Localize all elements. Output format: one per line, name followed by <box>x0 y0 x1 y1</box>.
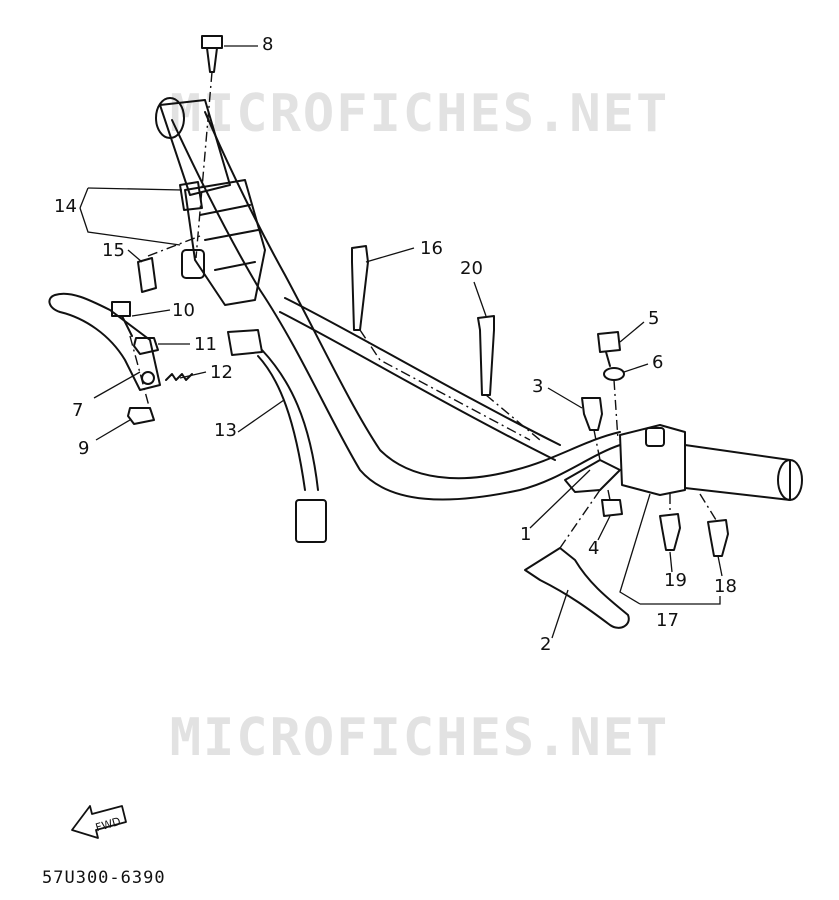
right-grip-end <box>777 459 803 501</box>
bolt-20 <box>477 315 495 396</box>
axis-line-15 <box>147 235 201 257</box>
callout-16: 16 <box>420 238 443 259</box>
leader-10 <box>131 309 171 317</box>
callout-2: 2 <box>540 634 552 655</box>
callout-19: 19 <box>664 570 687 591</box>
forward-arrow: FWD <box>71 805 127 839</box>
callout-18: 18 <box>714 576 737 597</box>
left-switch-detail <box>199 204 259 271</box>
callout-12: 12 <box>210 362 233 383</box>
leader-5 <box>619 321 645 343</box>
callout-13: 13 <box>214 420 237 441</box>
washer-6 <box>603 367 625 381</box>
bolt-18 <box>707 519 729 557</box>
callout-14: 14 <box>54 196 77 217</box>
callout-10: 10 <box>172 300 195 321</box>
leader-19 <box>669 551 673 573</box>
handlebar-tube-inner <box>204 111 621 480</box>
leader-12 <box>179 371 207 379</box>
lever-bracket <box>564 459 621 493</box>
leader-14c <box>79 207 181 246</box>
throttle-housing <box>619 424 686 496</box>
clutch-lever-pivot <box>141 371 155 385</box>
left-grip <box>159 99 231 196</box>
axis-line-lever <box>129 335 151 411</box>
callout-15: 15 <box>102 240 125 261</box>
bolt-3 <box>581 397 603 431</box>
brake-lever <box>524 547 630 629</box>
handlebar-crossbar <box>284 297 561 446</box>
axis-line-16 <box>359 329 531 441</box>
leader-9 <box>95 419 131 441</box>
leader-17b <box>640 596 721 605</box>
forward-arrow-label: FWD <box>94 815 122 835</box>
leader-14a <box>87 187 183 191</box>
bracket-14 <box>179 181 203 211</box>
throttle-knob <box>645 427 665 447</box>
bolt-5 <box>597 331 621 367</box>
leader-3 <box>547 387 583 409</box>
callout-9: 9 <box>78 438 90 459</box>
spring-12 <box>165 373 193 381</box>
watermark-top: MICROFICHES.NET <box>169 84 670 144</box>
screw-15 <box>137 257 157 293</box>
axis-line-3 <box>593 429 601 461</box>
callout-8: 8 <box>262 34 274 55</box>
axis-line-8 <box>195 71 213 259</box>
watermark-bottom: MICROFICHES.NET <box>169 708 670 768</box>
axis-line-2 <box>559 489 601 549</box>
axis-line-4 <box>607 489 611 501</box>
connector <box>295 499 327 543</box>
nut-11 <box>133 337 159 355</box>
left-switch-knob <box>181 249 205 279</box>
leader-14b <box>79 187 89 209</box>
callout-4: 4 <box>588 538 600 559</box>
nut-4 <box>601 499 623 517</box>
leader-13 <box>237 399 285 433</box>
axis-line-20 <box>485 394 541 441</box>
switch-cable <box>257 355 306 491</box>
handlebar-tube <box>171 119 621 501</box>
leader-18 <box>717 555 723 577</box>
bolt-19 <box>659 513 681 551</box>
leader-7 <box>93 371 141 399</box>
callout-20: 20 <box>460 258 483 279</box>
callout-11: 11 <box>194 334 217 355</box>
callout-7: 7 <box>72 400 84 421</box>
leader-6 <box>623 363 649 373</box>
leader-17 <box>619 493 651 605</box>
axis-line-18 <box>699 493 717 521</box>
nut-9 <box>127 407 155 425</box>
callout-1: 1 <box>520 524 532 545</box>
left-switch-housing <box>184 179 266 306</box>
bolt-10 <box>111 301 133 337</box>
screw-8 <box>201 35 223 73</box>
clutch-lever <box>48 292 161 391</box>
callout-5: 5 <box>648 308 660 329</box>
leader-15 <box>127 249 143 263</box>
part-code: 57U300-6390 <box>42 868 166 888</box>
leader-20 <box>473 281 487 317</box>
right-grip <box>684 444 791 501</box>
bolt-16 <box>351 245 369 331</box>
leader-4 <box>597 515 611 541</box>
callout-6: 6 <box>652 352 664 373</box>
leader-1 <box>529 469 591 529</box>
switch-cable-2 <box>261 349 319 491</box>
leader-16 <box>365 247 415 263</box>
leader-2 <box>551 589 569 639</box>
handlebar-crossbar-lower <box>279 311 556 461</box>
clutch-switch <box>227 329 263 356</box>
callout-17: 17 <box>656 610 679 631</box>
axis-line-5 <box>613 379 619 441</box>
callout-3: 3 <box>532 376 544 397</box>
